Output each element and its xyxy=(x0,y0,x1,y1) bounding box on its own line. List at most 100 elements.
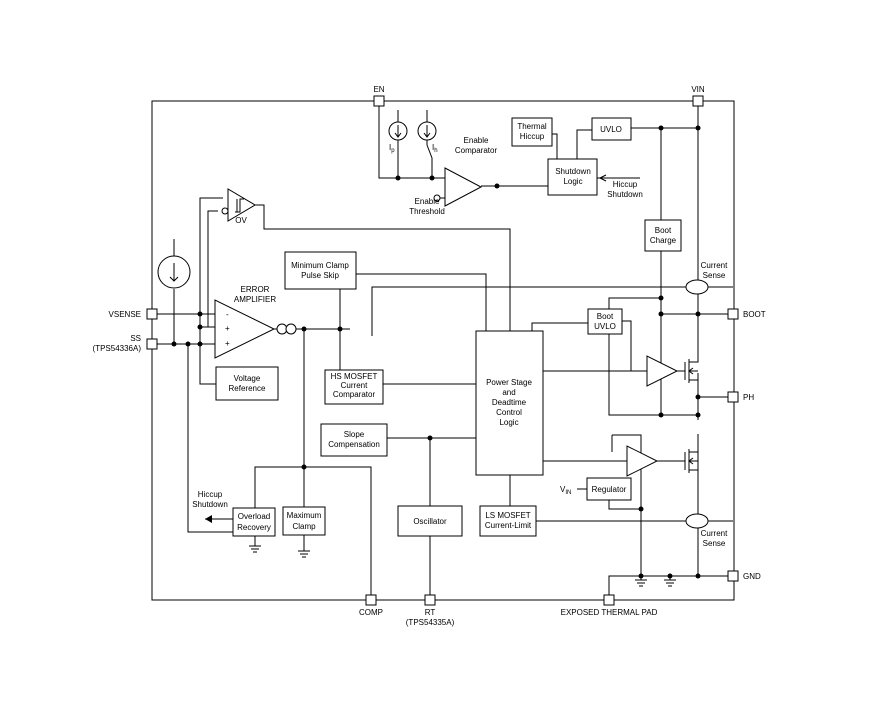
vin-regulator-label: VIN xyxy=(560,485,571,496)
enable-comparator-label-2: Comparator xyxy=(455,146,498,155)
current-sense-top-label-2: Sense xyxy=(703,271,726,280)
svg-text:Power Stage: Power Stage xyxy=(486,378,532,387)
pin-ss: SS (TPS54336A) xyxy=(93,334,158,353)
svg-text:Logic: Logic xyxy=(563,177,582,186)
error-amp-label-2: AMPLIFIER xyxy=(234,295,276,304)
ground-icon-gnd-2 xyxy=(664,579,676,587)
chip-outline xyxy=(151,100,735,601)
svg-text:Overload: Overload xyxy=(238,512,270,521)
current-sense-top-icon xyxy=(685,279,709,295)
svg-text:Current-Limit: Current-Limit xyxy=(485,521,532,530)
regulator-block: Regulator xyxy=(586,477,632,501)
svg-text:Oscillator: Oscillator xyxy=(413,517,447,526)
ground-icon-overload xyxy=(249,545,261,553)
ls-current-limit-block: LS MOSFET Current-Limit xyxy=(479,505,537,537)
pin-vin: VIN xyxy=(691,85,705,107)
voltage-reference-block: Voltage Reference xyxy=(215,366,279,401)
slope-compensation-block: Slope Compensation xyxy=(320,423,388,457)
enable-threshold-label-2: Threshold xyxy=(409,207,445,216)
svg-text:LS MOSFET: LS MOSFET xyxy=(485,511,530,520)
pin-gnd-label: GND xyxy=(743,572,761,581)
ov-label: OV xyxy=(235,216,247,225)
hiccup-shutdown-arrow-icon xyxy=(205,515,212,523)
pin-en-label: EN xyxy=(373,85,384,94)
svg-text:Recovery: Recovery xyxy=(237,523,271,532)
pin-vsense: VSENSE xyxy=(109,308,158,320)
enable-comparator-label-1: Enable xyxy=(464,136,489,145)
svg-text:Maximum: Maximum xyxy=(287,511,322,520)
svg-text:and: and xyxy=(502,388,515,397)
svg-text:Slope: Slope xyxy=(344,430,365,439)
svg-text:Thermal: Thermal xyxy=(517,122,547,131)
error-amplifier-icon: - + + xyxy=(214,299,297,359)
pin-gnd: GND xyxy=(727,570,761,582)
svg-text:UVLO: UVLO xyxy=(600,125,622,134)
current-source-ip-icon: Ip xyxy=(388,121,408,154)
ls-gate-driver-icon xyxy=(626,445,659,477)
svg-text:-: - xyxy=(226,310,229,319)
pin-comp-label: COMP xyxy=(359,608,383,617)
svg-text:Minimum Clamp: Minimum Clamp xyxy=(291,261,349,270)
ih-label: Ih xyxy=(432,143,438,154)
pin-vin-label: VIN xyxy=(691,85,705,94)
boot-charge-block: Boot Charge xyxy=(644,219,682,252)
svg-text:Voltage: Voltage xyxy=(234,374,261,383)
error-amp-label-1: ERROR xyxy=(241,285,270,294)
current-source-ss-icon xyxy=(157,255,191,289)
current-source-ih-icon: Ih xyxy=(417,121,438,154)
pin-rt: RT (TPS54335A) xyxy=(406,594,455,627)
hiccup-shutdown-bottom-label-1: Hiccup xyxy=(198,490,223,499)
pin-en: EN xyxy=(373,85,385,107)
svg-text:+: + xyxy=(225,339,230,348)
svg-text:Hiccup: Hiccup xyxy=(520,132,545,141)
boot-uvlo-block: Boot UVLO xyxy=(587,308,623,335)
oscillator-block: Oscillator xyxy=(397,505,463,537)
current-sense-bottom-label-2: Sense xyxy=(703,539,726,548)
minimum-clamp-block: Minimum Clamp Pulse Skip xyxy=(284,251,357,290)
svg-text:Logic: Logic xyxy=(499,418,518,427)
svg-text:Regulator: Regulator xyxy=(592,485,627,494)
pin-ss-sublabel: (TPS54336A) xyxy=(93,344,142,353)
pin-comp: COMP xyxy=(359,594,383,617)
shutdown-logic-block: Shutdown Logic xyxy=(547,158,598,196)
ov-comparator-icon xyxy=(221,188,256,222)
hiccup-shutdown-top-label-1: Hiccup xyxy=(613,180,638,189)
hs-comparator-block: HS MOSFET Current Comparator xyxy=(324,369,384,405)
hs-mosfet-icon xyxy=(684,355,699,387)
svg-text:Current: Current xyxy=(341,381,368,390)
pin-rt-label: RT xyxy=(425,608,436,617)
svg-text:Comparator: Comparator xyxy=(333,390,376,399)
junctions xyxy=(171,125,701,579)
svg-text:Boot: Boot xyxy=(597,312,614,321)
svg-text:Clamp: Clamp xyxy=(292,522,316,531)
svg-text:HS MOSFET: HS MOSFET xyxy=(331,372,378,381)
pin-ph: PH xyxy=(727,391,754,403)
svg-text:Compensation: Compensation xyxy=(328,440,380,449)
current-sense-top-label-1: Current xyxy=(701,261,728,270)
svg-text:Pulse Skip: Pulse Skip xyxy=(301,271,339,280)
pin-vsense-label: VSENSE xyxy=(109,310,141,319)
pin-thermal-pad: EXPOSED THERMAL PAD xyxy=(561,594,658,617)
svg-text:Shutdown: Shutdown xyxy=(555,167,591,176)
pin-rt-sublabel: (TPS54335A) xyxy=(406,618,455,627)
svg-text:Boot: Boot xyxy=(655,226,672,235)
pin-ph-label: PH xyxy=(743,393,754,402)
hs-gate-driver-icon xyxy=(646,355,679,387)
svg-text:Charge: Charge xyxy=(650,236,677,245)
maximum-clamp-block: Maximum Clamp xyxy=(282,506,326,536)
svg-text:+: + xyxy=(225,324,230,333)
thermal-hiccup-block: Thermal Hiccup xyxy=(511,117,553,147)
uvlo-block: UVLO xyxy=(591,117,632,141)
pin-boot-label: BOOT xyxy=(743,310,766,319)
svg-text:UVLO: UVLO xyxy=(594,322,616,331)
enable-comparator-icon xyxy=(433,167,483,207)
svg-text:Deadtime: Deadtime xyxy=(492,398,527,407)
hiccup-shutdown-top-label-2: Shutdown xyxy=(607,190,643,199)
pin-ss-label: SS xyxy=(130,334,141,343)
ip-label: Ip xyxy=(389,143,395,154)
svg-text:Control: Control xyxy=(496,408,522,417)
hiccup-arrow-icon xyxy=(599,174,607,182)
svg-text:Reference: Reference xyxy=(229,384,266,393)
ls-mosfet-icon xyxy=(684,445,699,477)
